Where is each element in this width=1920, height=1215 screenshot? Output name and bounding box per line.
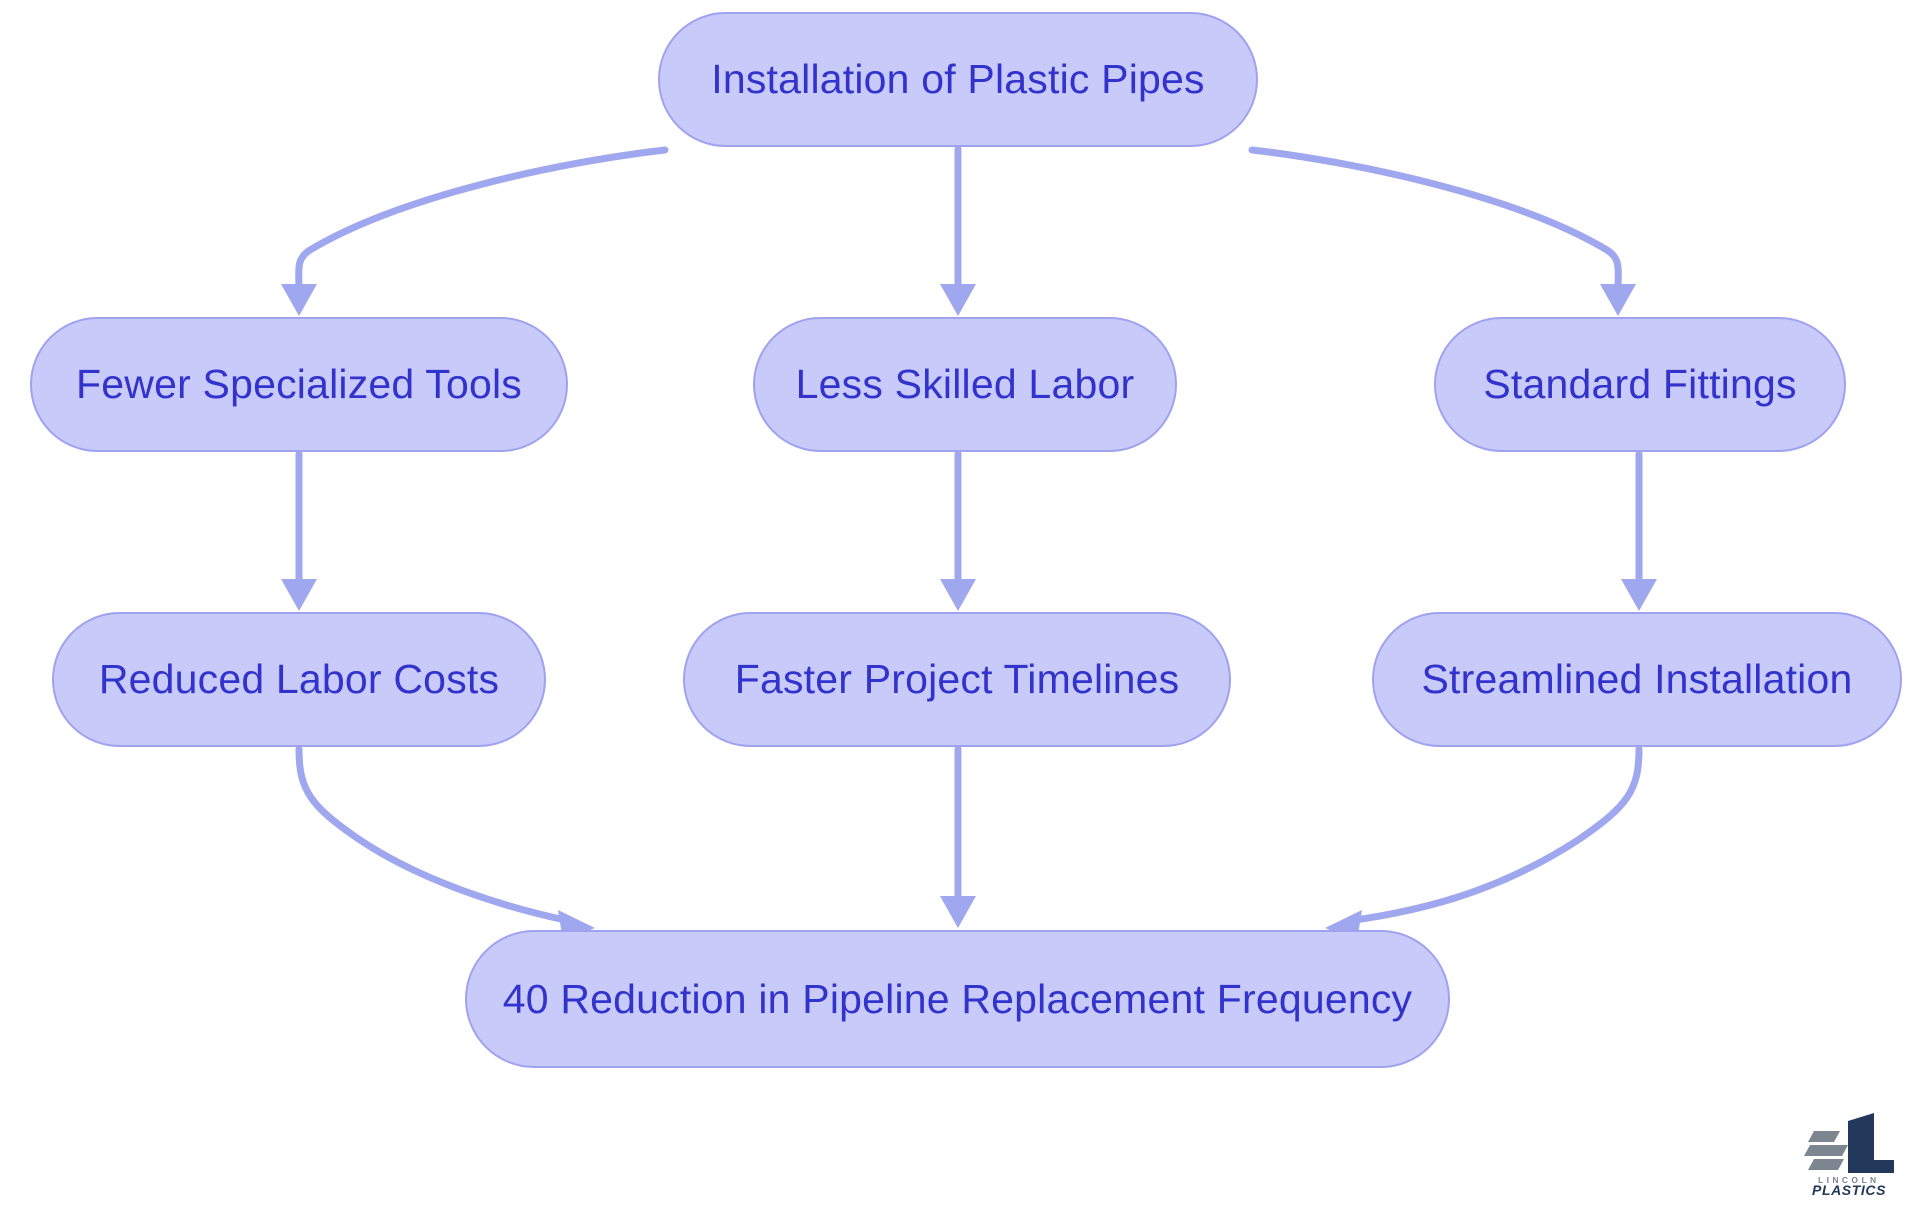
node-streamlined-installation[interactable]: Streamlined Installation: [1372, 612, 1902, 747]
node-installation-of-plastic-pipes[interactable]: Installation of Plastic Pipes: [658, 12, 1258, 147]
node-label: Streamlined Installation: [1421, 656, 1853, 702]
node-label: Less Skilled Labor: [795, 361, 1135, 407]
node-label: Installation of Plastic Pipes: [711, 56, 1205, 102]
node-reduction-in-pipeline-replacement-frequency[interactable]: 40 Reduction in Pipeline Replacement Fre…: [465, 930, 1450, 1068]
edge-tools-to-cost: [281, 450, 317, 611]
edge-time-to-goal: [940, 745, 976, 928]
logo-letter-l-icon: [1848, 1113, 1894, 1173]
node-label: Faster Project Timelines: [734, 656, 1180, 702]
node-reduced-labor-costs[interactable]: Reduced Labor Costs: [52, 612, 546, 747]
lincoln-plastics-logo: LINCOLN PLASTICS: [1804, 1113, 1894, 1197]
node-label: Fewer Specialized Tools: [76, 361, 522, 407]
edge-root-to-tools: [281, 146, 669, 316]
node-faster-project-timelines[interactable]: Faster Project Timelines: [683, 612, 1231, 747]
logo-name-line1: LINCOLN: [1818, 1175, 1880, 1185]
logo-gray-bars-icon: [1804, 1131, 1848, 1170]
node-label: Reduced Labor Costs: [98, 656, 500, 702]
edge-root-to-labor: [940, 145, 976, 316]
edge-stream-to-goal: [1325, 745, 1643, 941]
edge-fittings-to-stream: [1621, 450, 1657, 611]
edge-root-to-fittings: [1248, 146, 1636, 316]
logo-name-line2: PLASTICS: [1812, 1182, 1886, 1197]
edge-cost-to-goal: [295, 745, 595, 941]
edge-labor-to-time: [940, 450, 976, 611]
node-label: Standard Fittings: [1483, 361, 1797, 407]
node-fewer-specialized-tools[interactable]: Fewer Specialized Tools: [30, 317, 568, 452]
node-less-skilled-labor[interactable]: Less Skilled Labor: [753, 317, 1177, 452]
node-label: 40 Reduction in Pipeline Replacement Fre…: [502, 975, 1413, 1022]
node-standard-fittings[interactable]: Standard Fittings: [1434, 317, 1846, 452]
